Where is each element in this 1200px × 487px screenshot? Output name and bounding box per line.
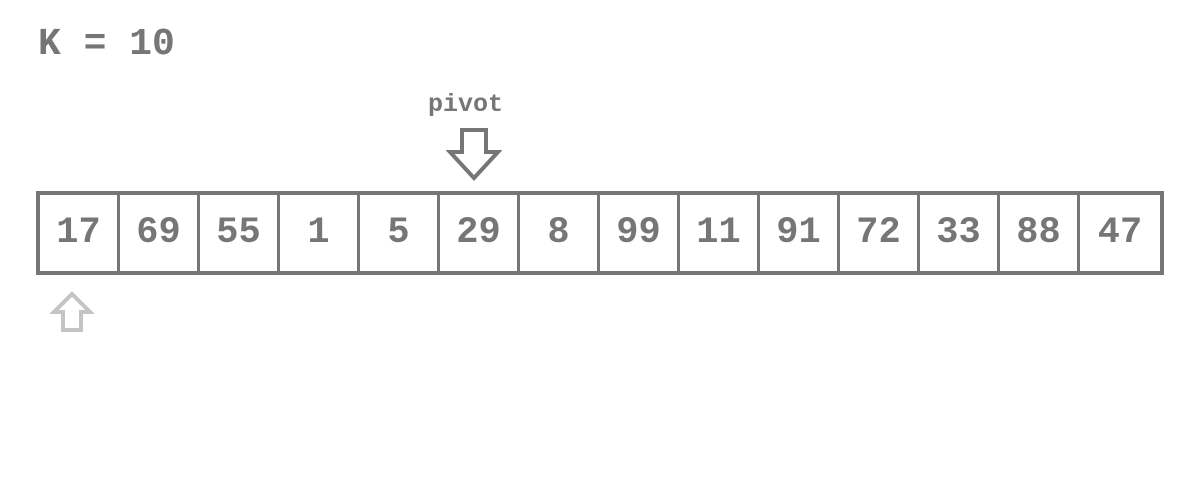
array-cell: 47 <box>1097 212 1143 254</box>
down-arrow-icon <box>446 128 502 181</box>
array-cell: 91 <box>760 195 840 271</box>
array-cell: 69 <box>120 195 200 271</box>
array-cell: 11 <box>680 195 760 271</box>
array-cell: 5 <box>360 195 440 271</box>
array-cell: 99 <box>600 195 680 271</box>
array-cell: 72 <box>840 195 920 271</box>
array-cell: 1 <box>280 195 360 271</box>
up-arrow-icon <box>50 291 94 332</box>
k-value-label: K = 10 <box>38 23 175 66</box>
array-cell: 55 <box>200 195 280 271</box>
pivot-label: pivot <box>428 90 504 119</box>
array-cell: 88 <box>1000 195 1080 271</box>
array-cell: 33 <box>920 195 1000 271</box>
array-cell: 17 <box>40 195 120 271</box>
array-cell: 8 <box>520 195 600 271</box>
array-row: 17 69 55 1 5 29 8 99 11 91 72 33 88 47 <box>36 191 1164 275</box>
array-cell-pivot: 29 <box>440 195 520 271</box>
